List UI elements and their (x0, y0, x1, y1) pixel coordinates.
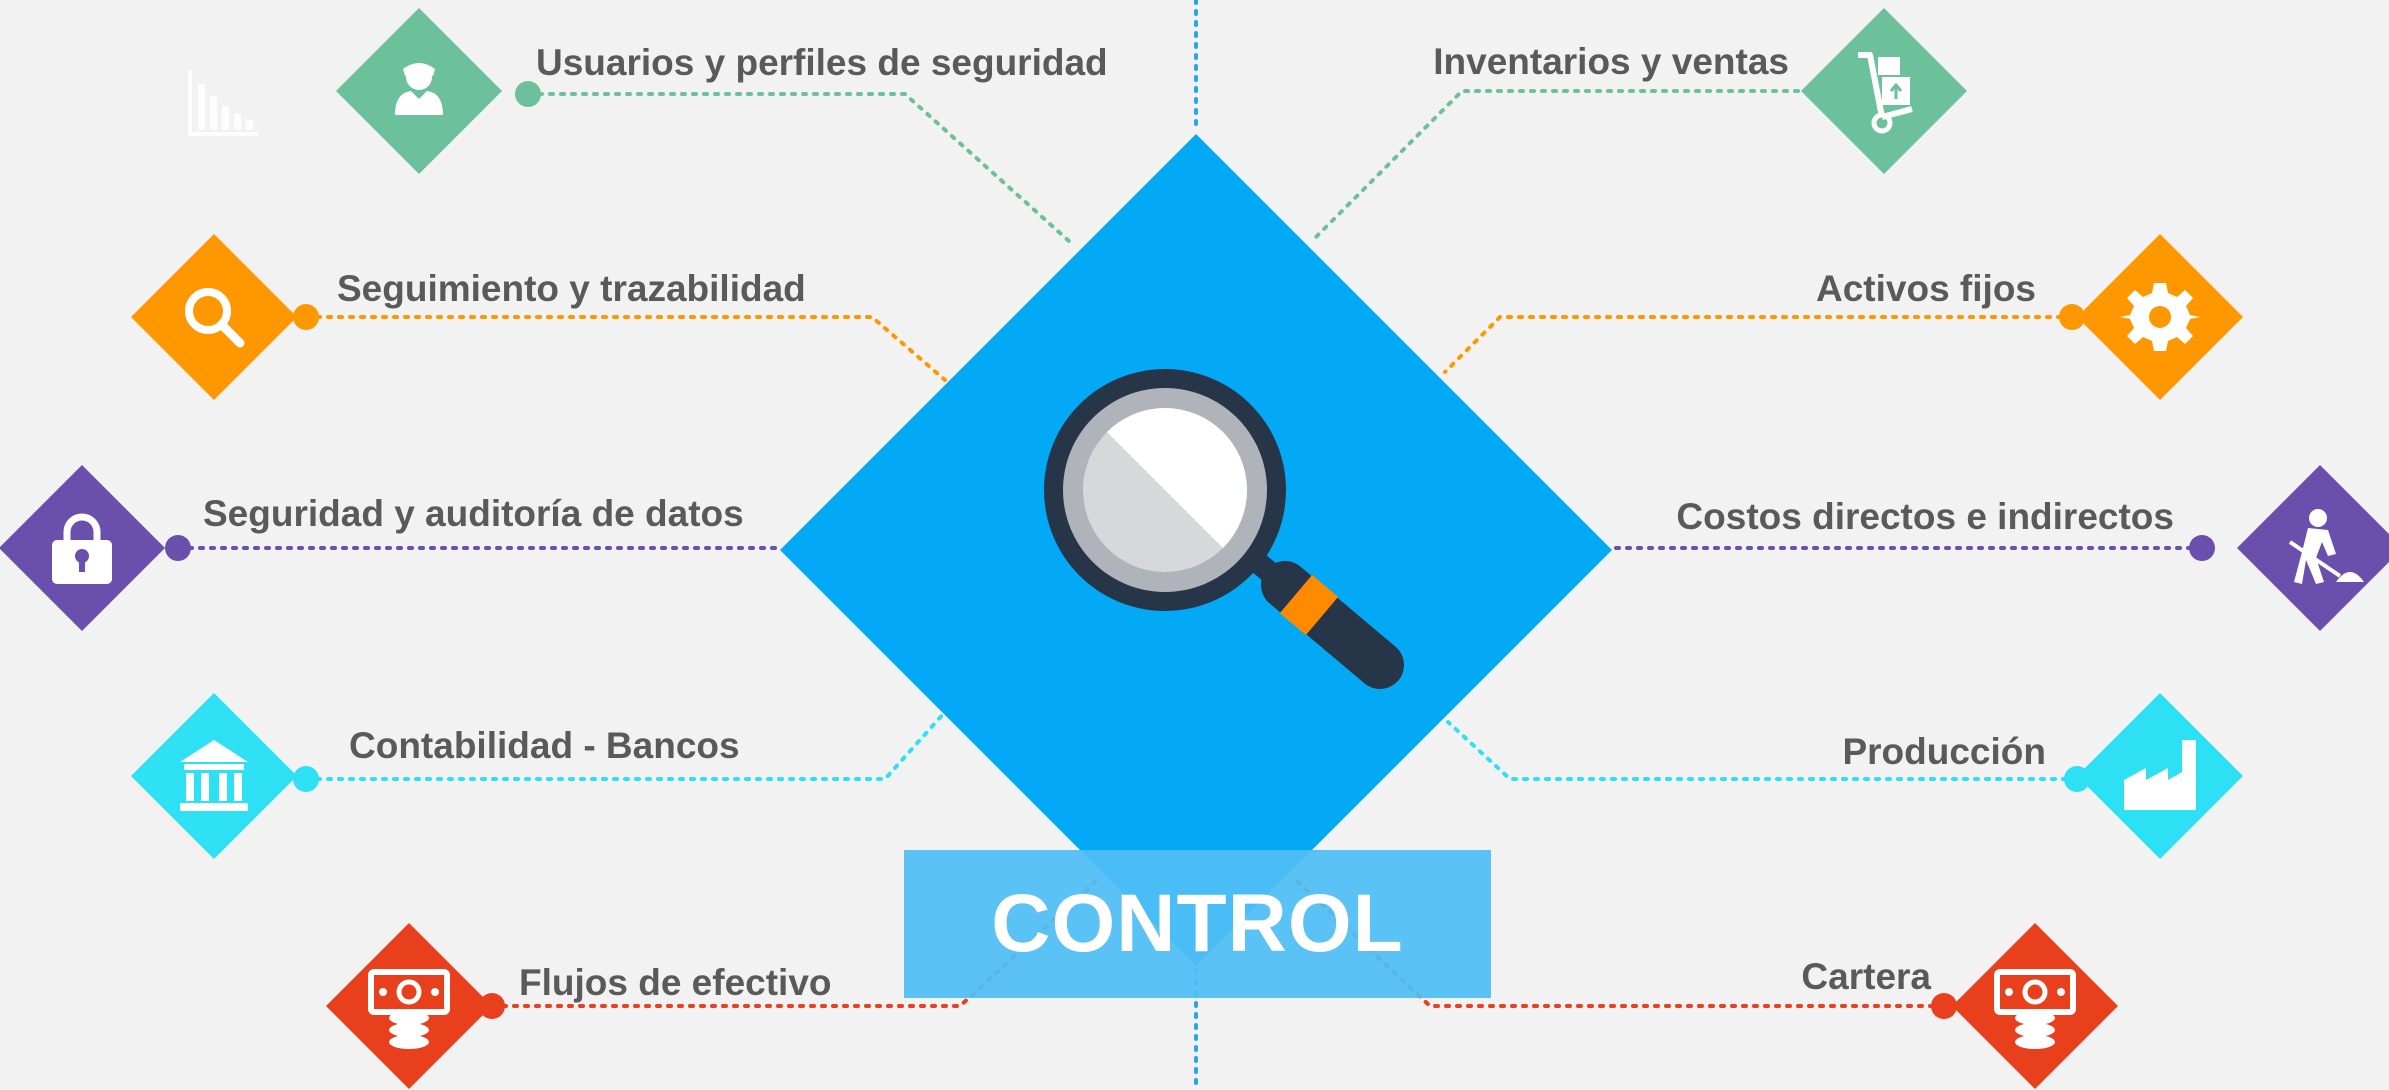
connector-dot-produccion (2064, 766, 2090, 792)
module-diamond-flujos (326, 923, 492, 1089)
connector-usuarios (526, 92, 1072, 244)
connector-contabilidad (304, 710, 947, 781)
label-usuarios: Usuarios y perfiles de seguridad (536, 42, 1108, 83)
connector-dot-activos (2059, 304, 2085, 330)
module-usuarios (336, 8, 541, 174)
connector-dot-inventarios (1807, 78, 1833, 104)
label-cartera: Cartera (1801, 956, 1931, 997)
label-seguimiento: Seguimiento y trazabilidad (337, 268, 806, 309)
control-title: CONTROL (991, 878, 1404, 969)
label-seguridad: Seguridad y auditoría de datos (203, 493, 744, 534)
module-flujos (326, 923, 505, 1089)
label-inventarios: Inventarios y ventas (1433, 41, 1789, 82)
bar-chart-icon (188, 70, 258, 136)
magnifier-icon (1044, 369, 1404, 689)
connector-produccion (1446, 720, 2079, 781)
label-contabilidad: Contabilidad - Bancos (349, 725, 740, 766)
connector-flujos (490, 880, 1097, 1008)
module-cartera (1931, 923, 2118, 1089)
connector-dot-contabilidad (293, 766, 319, 792)
module-seguridad (0, 465, 191, 631)
connector-dot-flujos (479, 993, 505, 1019)
module-diamond-usuarios (336, 8, 502, 174)
module-diamond-contabilidad (131, 693, 297, 859)
connector-seguimiento (304, 315, 947, 382)
module-produccion (2064, 693, 2243, 859)
module-diamond-cartera (1952, 923, 2118, 1089)
label-activos: Activos fijos (1816, 268, 2036, 309)
connector-dot-seguridad (165, 535, 191, 561)
module-seguimiento (131, 234, 319, 400)
module-inventarios (1801, 8, 1967, 174)
gear-icon (2120, 283, 2200, 351)
module-contabilidad (131, 693, 319, 859)
label-costos: Costos directos e indirectos (1676, 496, 2174, 537)
label-flujos: Flujos de efectivo (519, 962, 832, 1003)
module-diamond-seguimiento (131, 234, 297, 400)
module-activos (2059, 234, 2243, 400)
label-produccion: Producción (1842, 731, 2046, 772)
control-banner: CONTROL (904, 850, 1491, 998)
connector-dot-usuarios (515, 81, 541, 107)
connector-dot-cartera (1931, 993, 1957, 1019)
connector-dot-seguimiento (293, 304, 319, 330)
module-markers (0, 8, 2389, 1089)
module-costos (2189, 465, 2389, 631)
connector-inventarios (1313, 89, 1822, 240)
connector-dot-costos (2189, 535, 2215, 561)
connector-activos (1443, 315, 2074, 374)
